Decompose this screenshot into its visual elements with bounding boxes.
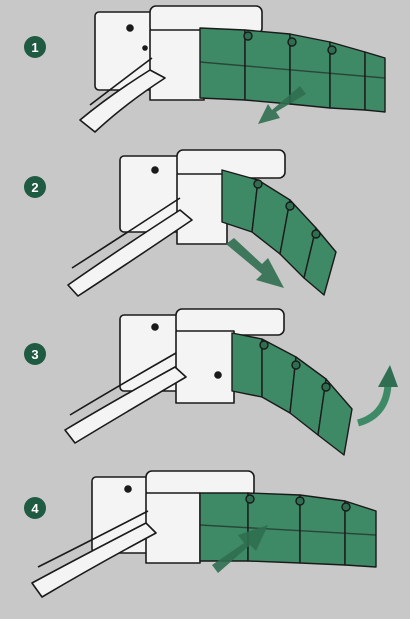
step-1-badge: 1 bbox=[24, 36, 46, 58]
step-3-illustration bbox=[64, 308, 398, 456]
clasp-blade bbox=[145, 492, 201, 564]
step-1-illustration bbox=[79, 5, 386, 133]
arrow-down-left-icon bbox=[258, 86, 306, 124]
curved-arrow-up-icon bbox=[356, 365, 398, 427]
step-4-badge: 4 bbox=[24, 497, 46, 519]
bracelet bbox=[231, 332, 353, 456]
clasp-blade bbox=[175, 330, 235, 404]
step-2-illustration bbox=[67, 149, 337, 297]
clasp-blade bbox=[176, 173, 228, 245]
arrow-up-right-icon bbox=[212, 525, 268, 573]
step-2-badge: 2 bbox=[24, 176, 46, 198]
arrow-down-right-icon bbox=[226, 238, 284, 288]
clasp-strap bbox=[31, 522, 157, 598]
bracelet bbox=[221, 169, 337, 296]
clasp-strap bbox=[67, 209, 193, 297]
clasp-strap bbox=[79, 69, 166, 133]
step-1: 1 bbox=[0, 0, 410, 150]
step-4-illustration bbox=[31, 470, 377, 598]
clasp-strap bbox=[64, 366, 187, 444]
step-3-badge: 3 bbox=[24, 343, 46, 365]
step-3: 3 bbox=[0, 305, 410, 465]
step-2: 2 bbox=[0, 149, 410, 305]
bracelet bbox=[199, 492, 377, 568]
clasp-blade bbox=[149, 29, 205, 101]
step-4: 4 bbox=[0, 465, 410, 619]
